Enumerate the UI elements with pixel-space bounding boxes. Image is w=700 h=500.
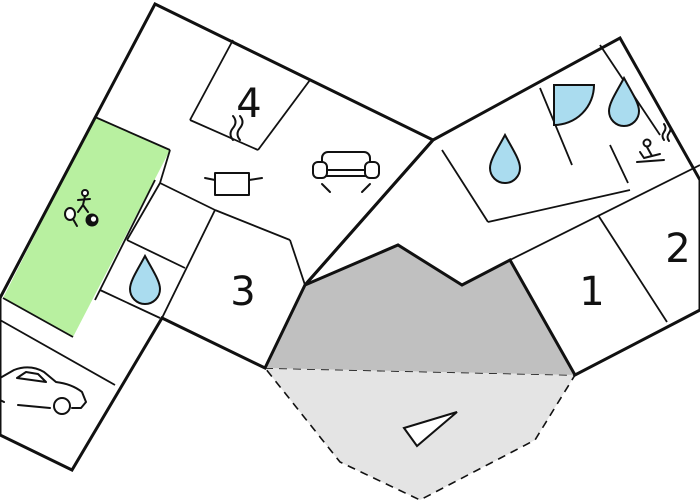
water-drop-icon xyxy=(488,132,522,184)
kitchen-pot-icon xyxy=(204,115,263,196)
room-1-label: 1 xyxy=(579,269,604,315)
compass-arrow-icon xyxy=(402,411,458,448)
sofa-icon xyxy=(312,151,380,193)
sauna-icon xyxy=(636,123,672,163)
room-3-label: 3 xyxy=(230,269,255,315)
roofed-terrace xyxy=(265,245,575,375)
water-drop-icon xyxy=(128,253,162,305)
billiard-ball-icon xyxy=(85,213,99,227)
water-drop-icon xyxy=(607,75,641,127)
left-wing-partitions xyxy=(0,39,311,386)
activity-room xyxy=(3,117,170,337)
shower-icon xyxy=(553,84,596,127)
room-4-label: 4 xyxy=(236,81,261,127)
room-2-label: 2 xyxy=(665,226,690,272)
car-icon xyxy=(0,366,87,415)
table-tennis-icon xyxy=(64,189,91,227)
right-wing-wall xyxy=(303,35,700,377)
